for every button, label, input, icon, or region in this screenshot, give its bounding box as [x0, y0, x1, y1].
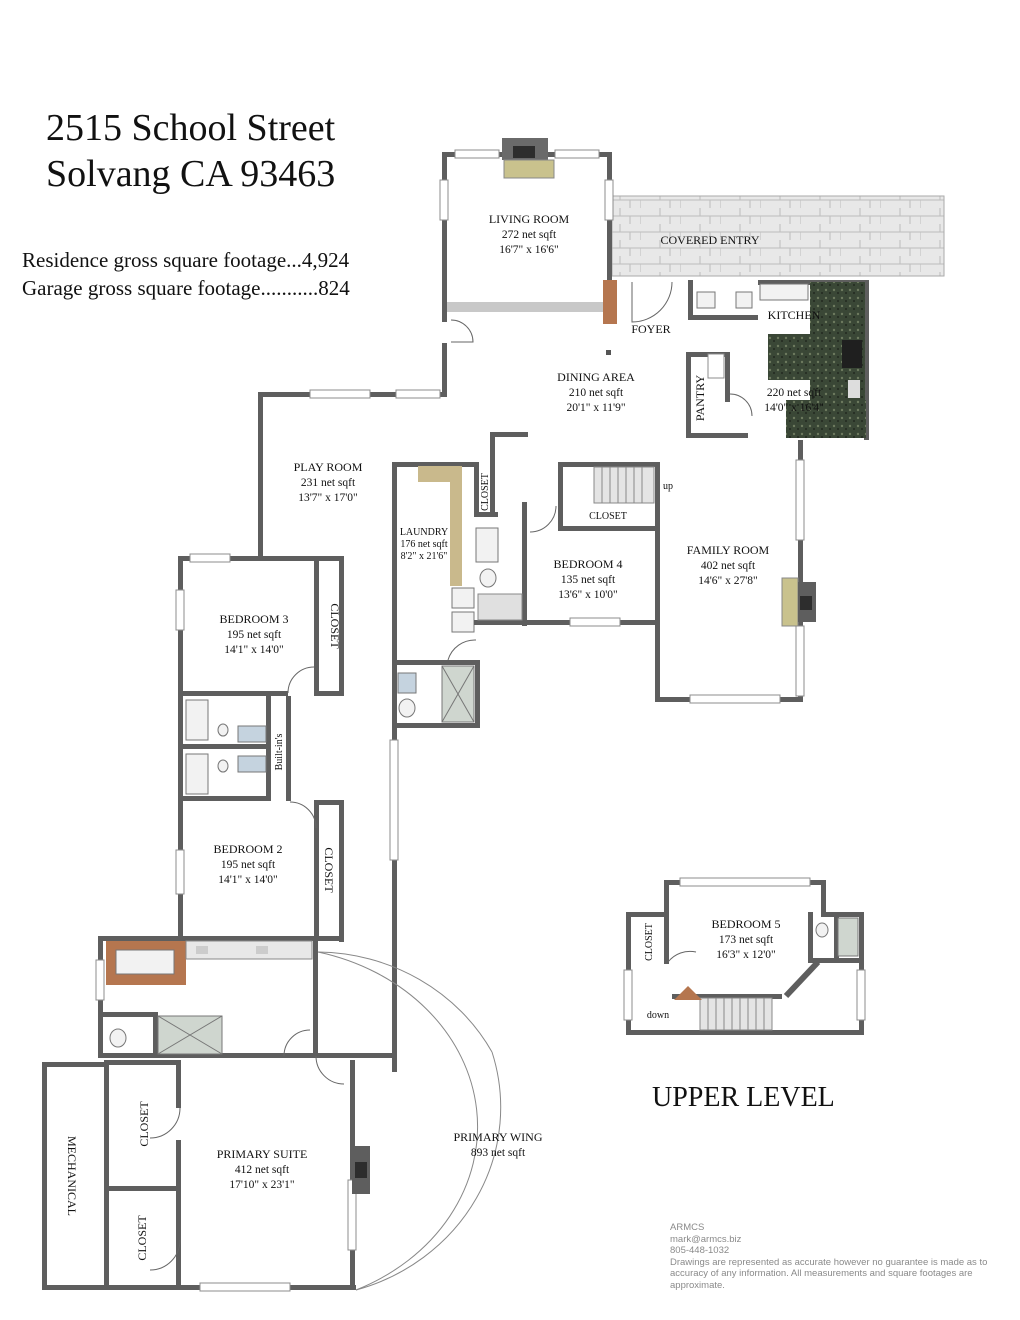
primary-wing-arc	[317, 951, 479, 1291]
bedroom-3-walls	[175, 553, 344, 696]
closet-label-bedroom-5: CLOSET	[644, 923, 655, 961]
built-ins-label: Built-in's	[274, 733, 285, 770]
closet-label-laundry: CLOSET	[480, 473, 491, 511]
foyer-name: FOYER	[631, 322, 670, 336]
primary-suite-dims: 17'10" x 23'1"	[229, 1179, 294, 1191]
living-room-name: LIVING ROOM	[489, 212, 570, 226]
hall-bath	[178, 691, 291, 801]
closet-label-primary-1: CLOSET	[137, 1101, 151, 1147]
credit-email: mark@armcs.biz	[670, 1233, 742, 1245]
kitchen-dims: 14'0" x 16'4"	[764, 402, 824, 414]
hall-windows	[389, 739, 399, 861]
family-room-dims: 14'6" x 27'8"	[698, 575, 758, 587]
residence-square-footage: Residence gross square footage...4,924	[22, 248, 350, 272]
primary-suite-name: PRIMARY SUITE	[217, 1147, 308, 1161]
living-room-sqft: 272 net sqft	[502, 229, 557, 241]
upper-level-title: UPPER LEVEL	[652, 1082, 835, 1113]
stair-down-label: down	[647, 1010, 669, 1021]
stair-up-label: up	[663, 481, 673, 492]
dining-area-sqft: 210 net sqft	[569, 387, 624, 399]
dining-area-name: DINING AREA	[557, 370, 635, 384]
laundry-name: LAUNDRY	[400, 527, 448, 538]
kitchen-name: KITCHEN	[768, 308, 821, 322]
bedroom-3-name: BEDROOM 3	[219, 612, 288, 626]
laundry-sqft: 176 net sqft	[400, 539, 447, 550]
bedroom-2-name: BEDROOM 2	[213, 842, 282, 856]
kitchen-sqft: 220 net sqft	[767, 387, 822, 399]
closet-label-primary-2: CLOSET	[135, 1215, 149, 1261]
covered-entry-paving	[611, 195, 945, 277]
primary-suite-sqft: 412 net sqft	[235, 1164, 290, 1176]
primary-wing-name: PRIMARY WING	[453, 1130, 542, 1144]
credit-company: ARMCS	[670, 1222, 705, 1233]
bedroom-4-dims: 13'6" x 10'0"	[558, 589, 618, 601]
kitchen-walls	[688, 280, 869, 440]
bedroom-4-name: BEDROOM 4	[553, 557, 622, 571]
closet-label-bedroom-2: CLOSET	[322, 847, 336, 893]
closet-label-bedroom-3: CLOSET	[328, 603, 342, 649]
bedroom-5-name: BEDROOM 5	[711, 917, 780, 931]
family-room-name: FAMILY ROOM	[687, 543, 770, 557]
garage-square-footage: Garage gross square footage...........82…	[22, 276, 350, 300]
closet-label-bedroom-4: CLOSET	[589, 511, 627, 522]
primary-bath	[95, 936, 394, 1085]
covered-entry-name: COVERED ENTRY	[661, 233, 760, 247]
credit-phone: 805-448-1032	[670, 1245, 730, 1256]
bedroom-4-walls	[474, 462, 660, 702]
credit-disclaimer: Drawings are represented as accurate how…	[670, 1256, 988, 1291]
pantry-name: PANTRY	[693, 375, 707, 422]
mechanical-name: MECHANICAL	[65, 1136, 79, 1216]
laundry-dims: 8'2" x 21'6"	[401, 551, 448, 562]
foyer-brick-column	[603, 280, 617, 324]
credit-block: ARMCS mark@armcs.biz 805-448-1032 Drawin…	[670, 1222, 990, 1291]
mechanical-room-walls	[42, 1062, 104, 1290]
bedroom-2-sqft: 195 net sqft	[221, 859, 276, 871]
primary-wing-sqft: 893 net sqft	[471, 1147, 526, 1159]
living-room-dims: 16'7" x 16'6"	[499, 244, 559, 256]
upper-level-walls	[623, 877, 866, 1035]
family-room-sqft: 402 net sqft	[701, 560, 756, 572]
primary-suite-walls	[104, 1060, 370, 1292]
bedroom-5-dims: 16'3" x 12'0"	[716, 949, 776, 961]
dining-post	[606, 350, 611, 355]
bedroom-3-sqft: 195 net sqft	[227, 629, 282, 641]
entry-doors	[450, 281, 753, 417]
play-room-dims: 13'7" x 17'0"	[298, 492, 358, 504]
bedroom-2-dims: 14'1" x 14'0"	[218, 874, 278, 886]
bedroom-5-sqft: 173 net sqft	[719, 934, 774, 946]
bedroom-4-sqft: 135 net sqft	[561, 574, 616, 586]
living-room-fireplace	[502, 138, 555, 179]
address-line-1: 2515 School Street	[46, 107, 336, 149]
family-room-walls	[655, 440, 816, 704]
play-room-walls	[258, 343, 447, 556]
play-room-sqft: 231 net sqft	[301, 477, 356, 489]
bedroom-3-dims: 14'1" x 14'0"	[224, 644, 284, 656]
pantry-walls	[686, 352, 748, 438]
dining-area-dims: 20'1" x 11'9"	[566, 402, 625, 414]
play-room-name: PLAY ROOM	[294, 460, 363, 474]
address-line-2: Solvang CA 93463	[46, 153, 336, 195]
